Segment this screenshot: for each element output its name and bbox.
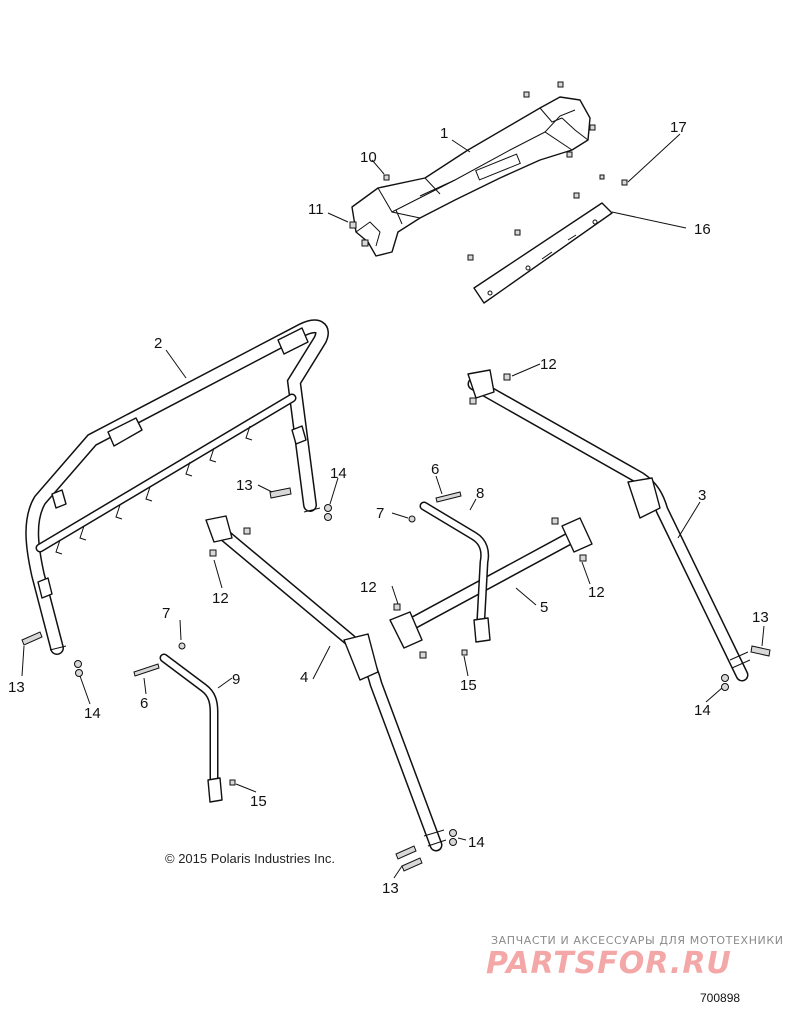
callout-13: 13 xyxy=(8,679,25,696)
part-1-rear-panel xyxy=(351,96,591,257)
callout-15: 15 xyxy=(460,677,477,694)
callout-2: 2 xyxy=(154,335,162,352)
part-17-screw xyxy=(621,179,628,186)
callout-1: 1 xyxy=(440,125,448,142)
callout-7: 7 xyxy=(376,505,384,522)
watermark-tagline: ЗАПЧАСТИ И АКСЕССУАРЫ ДЛЯ МОТОТЕХНИКИ xyxy=(491,934,784,947)
part-4-left-rear-leg xyxy=(205,515,447,852)
watermark-logo: PARTSFOR.RU xyxy=(486,946,732,981)
callout-5: 5 xyxy=(540,599,548,616)
callout-13: 13 xyxy=(752,609,769,626)
callout-3: 3 xyxy=(698,487,706,504)
callout-10: 10 xyxy=(360,149,377,166)
callout-13: 13 xyxy=(236,477,253,494)
callout-14: 14 xyxy=(694,702,711,719)
callout-labels: 1 2 3 4 5 6 6 7 7 8 9 10 11 12 12 12 12 … xyxy=(8,119,769,897)
leader-lines xyxy=(21,133,765,879)
copyright-text: © 2015 Polaris Industries Inc. xyxy=(165,851,335,866)
part-2-front-cage xyxy=(25,319,329,655)
callout-12: 12 xyxy=(360,579,377,596)
callout-17: 17 xyxy=(670,119,687,136)
callout-8: 8 xyxy=(476,485,484,502)
callout-13: 13 xyxy=(382,880,399,897)
callout-14: 14 xyxy=(330,465,347,482)
part-3-right-rear-leg xyxy=(467,369,751,682)
drawing-number: 700898 xyxy=(700,991,741,1005)
callout-4: 4 xyxy=(300,669,308,686)
callout-12: 12 xyxy=(588,584,605,601)
callout-9: 9 xyxy=(232,671,240,688)
callout-6: 6 xyxy=(431,461,439,478)
callout-7: 7 xyxy=(162,605,170,622)
callout-15: 15 xyxy=(250,793,267,810)
callout-12: 12 xyxy=(540,356,557,373)
callout-14: 14 xyxy=(468,834,485,851)
part-1-hardware xyxy=(349,81,605,261)
callout-11: 11 xyxy=(308,201,324,218)
fastener-hardware xyxy=(21,373,771,872)
callout-14: 14 xyxy=(84,705,101,722)
callout-12: 12 xyxy=(212,590,229,607)
part-16-strap xyxy=(473,202,613,304)
callout-6: 6 xyxy=(140,695,148,712)
callout-16: 16 xyxy=(694,221,711,238)
part-5-rear-crossbar xyxy=(389,517,593,649)
part-9-left-brace xyxy=(159,653,223,803)
part-8-right-brace xyxy=(419,501,491,643)
